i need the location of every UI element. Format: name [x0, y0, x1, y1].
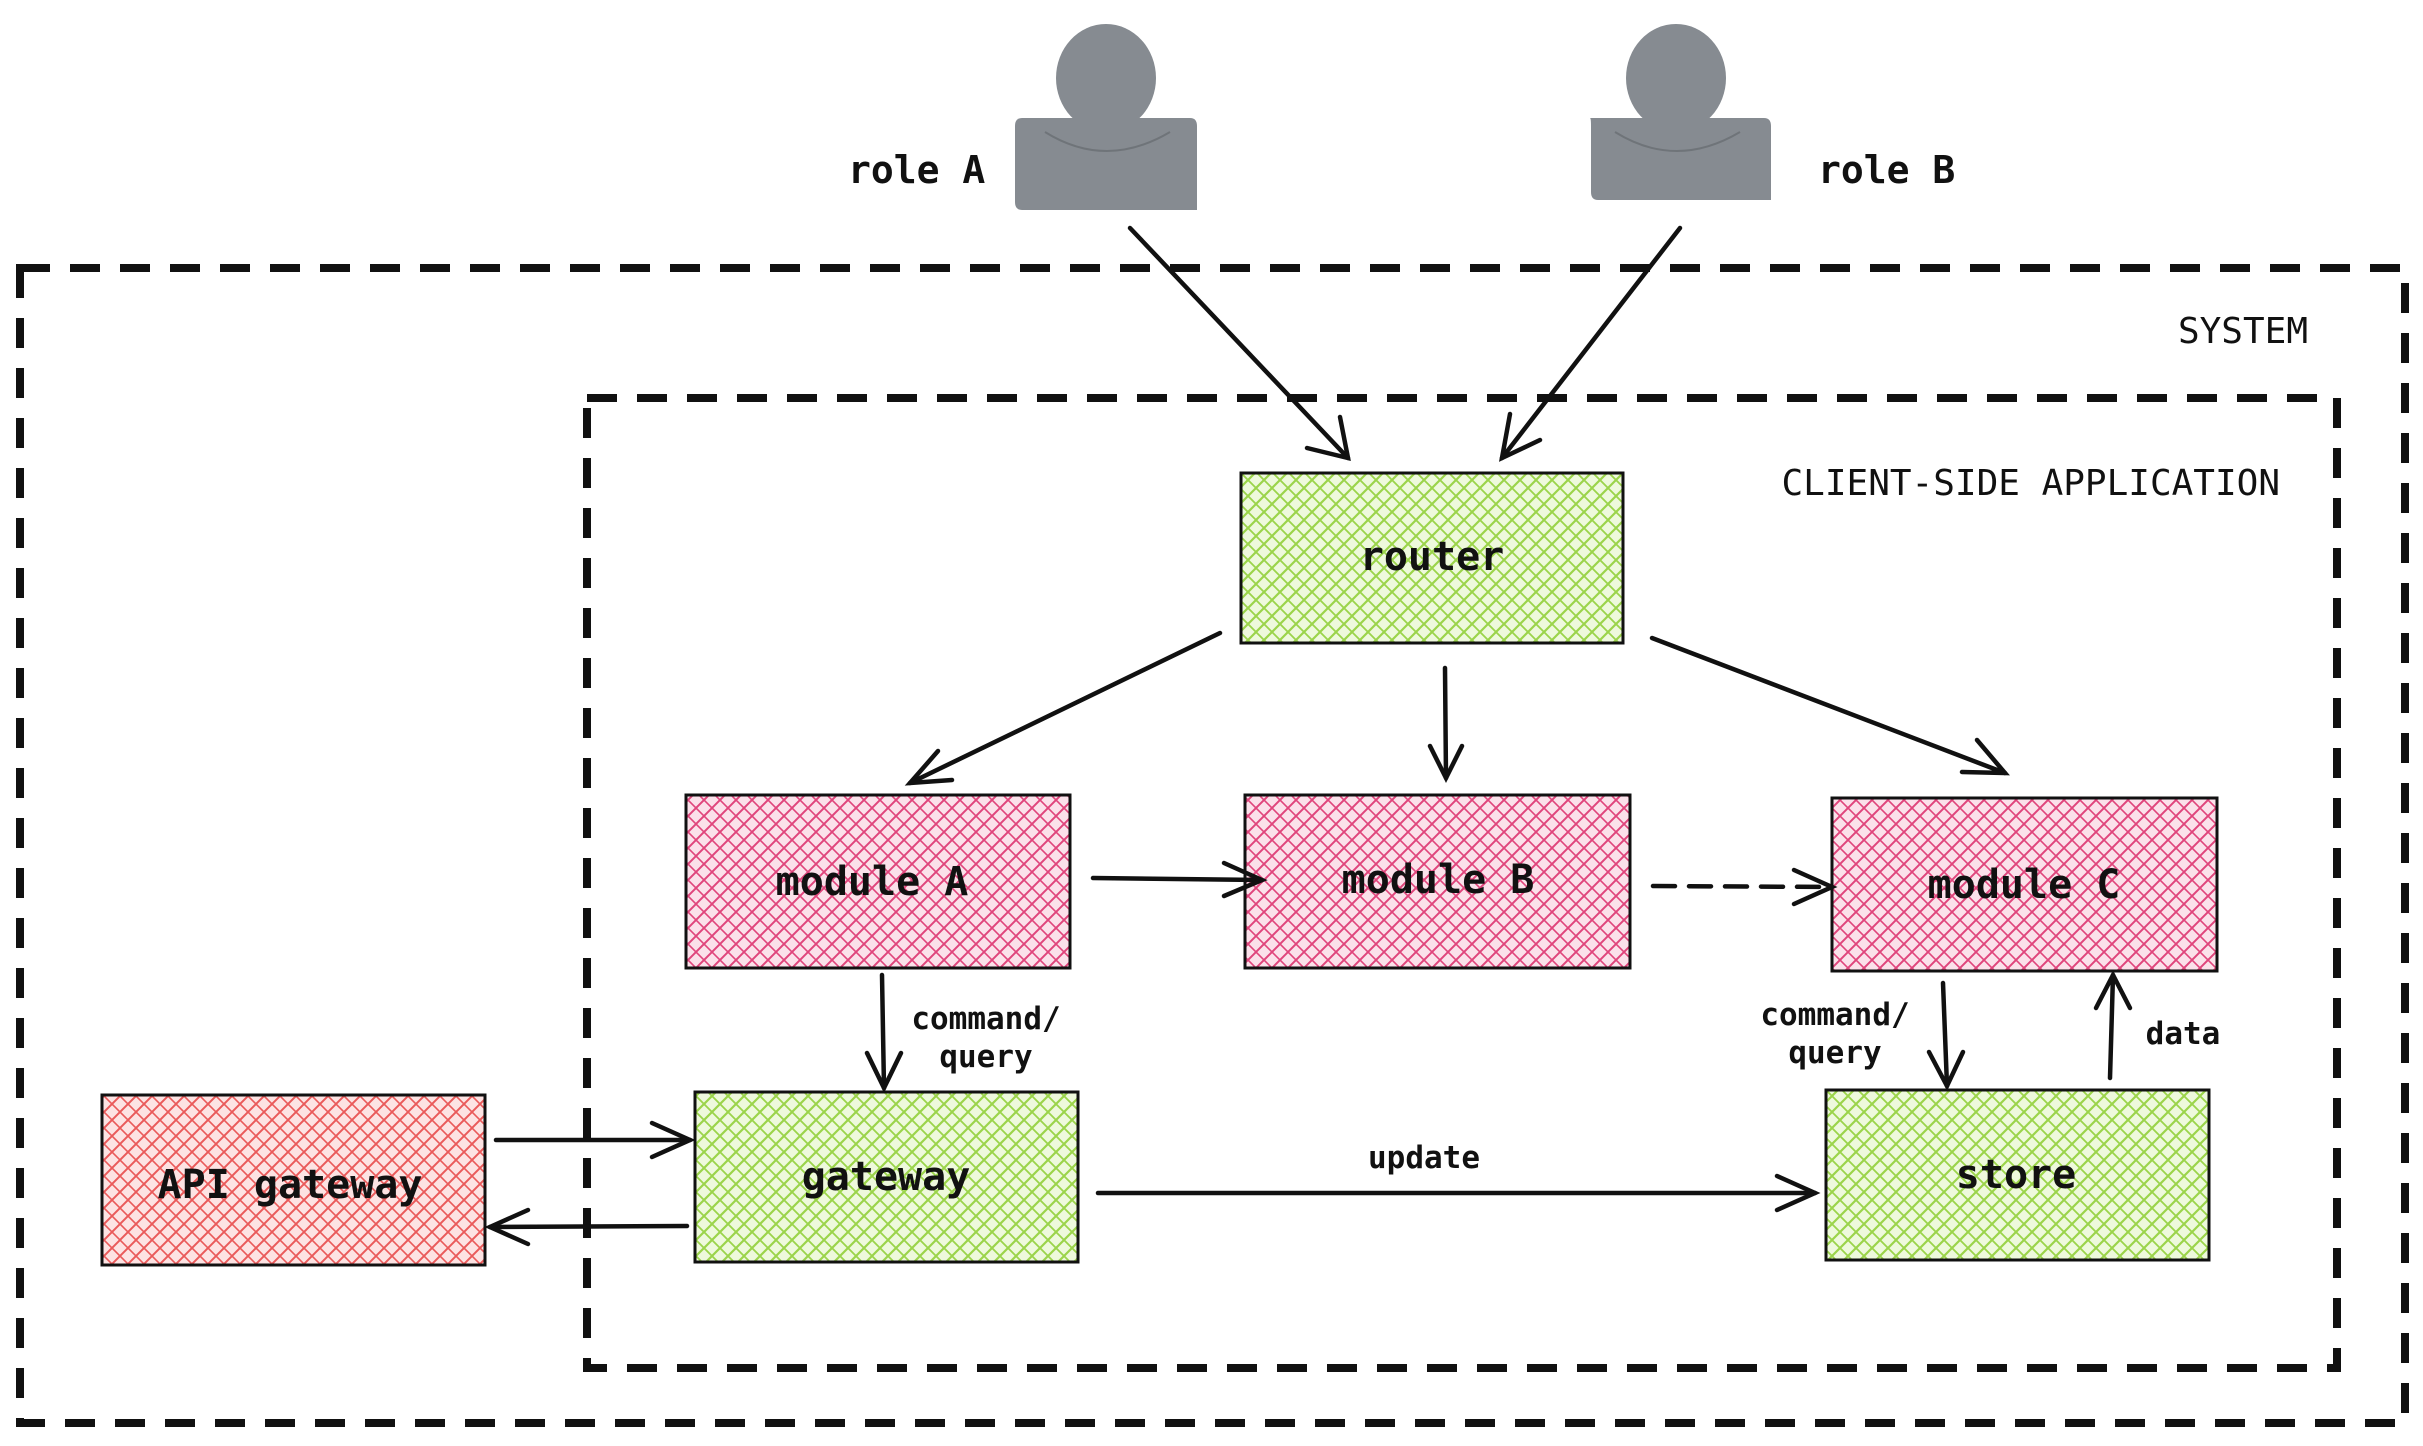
module-c-label: module C	[1928, 862, 2121, 908]
arrow-role-b-to-router	[1499, 225, 1683, 462]
router-node: router	[1239, 471, 1625, 645]
api-gateway-node: API gateway	[100, 1093, 487, 1267]
module-a-node: module A	[684, 793, 1072, 970]
arrow-api-gateway-to-gateway	[493, 1120, 696, 1160]
arrow-store-to-module-c	[2093, 970, 2133, 1081]
client-side-application-boundary	[583, 394, 2341, 1372]
module-c-store-label-line1: command/	[1760, 997, 1909, 1033]
arrow-module-a-to-module-b	[1090, 860, 1268, 899]
router-label: router	[1360, 534, 1505, 580]
store-label: store	[1956, 1152, 2076, 1198]
role-b-label: role B	[1818, 148, 1955, 192]
module-a-gateway-label-line1: command/	[911, 1001, 1060, 1037]
api-gateway-label: API gateway	[158, 1162, 423, 1208]
arrow-module-b-to-module-c-dashed	[1650, 867, 1838, 907]
module-c-node: module C	[1830, 796, 2219, 973]
gateway-label: gateway	[802, 1154, 971, 1200]
arrow-gateway-to-api-gateway	[484, 1207, 690, 1247]
store-node: store	[1824, 1088, 2211, 1262]
arrow-module-a-to-gateway	[864, 972, 904, 1094]
arrow-router-to-module-a	[904, 630, 1223, 786]
arrow-gateway-to-store	[1095, 1173, 1821, 1213]
role-b-person-icon	[1590, 24, 1771, 200]
update-label: update	[1368, 1140, 1480, 1176]
module-a-gateway-label-line2: query	[939, 1039, 1032, 1075]
arrow-role-a-to-router	[1127, 225, 1351, 462]
arrow-router-to-module-b	[1427, 665, 1465, 784]
role-a-person-icon	[1015, 24, 1197, 210]
arrow-router-to-module-c	[1649, 635, 2010, 776]
data-label: data	[2146, 1016, 2221, 1052]
system-label: SYSTEM	[2178, 311, 2308, 352]
system-boundary	[16, 264, 2409, 1427]
gateway-node: gateway	[693, 1090, 1080, 1264]
module-a-label: module A	[776, 859, 969, 905]
client-side-application-label: CLIENT-SIDE APPLICATION	[1782, 463, 2281, 504]
arrow-module-c-to-store	[1926, 980, 1966, 1092]
module-c-store-label-line2: query	[1788, 1035, 1881, 1071]
role-a-label: role A	[848, 148, 985, 192]
module-b-label: module B	[1342, 857, 1535, 903]
module-b-node: module B	[1243, 793, 1632, 970]
